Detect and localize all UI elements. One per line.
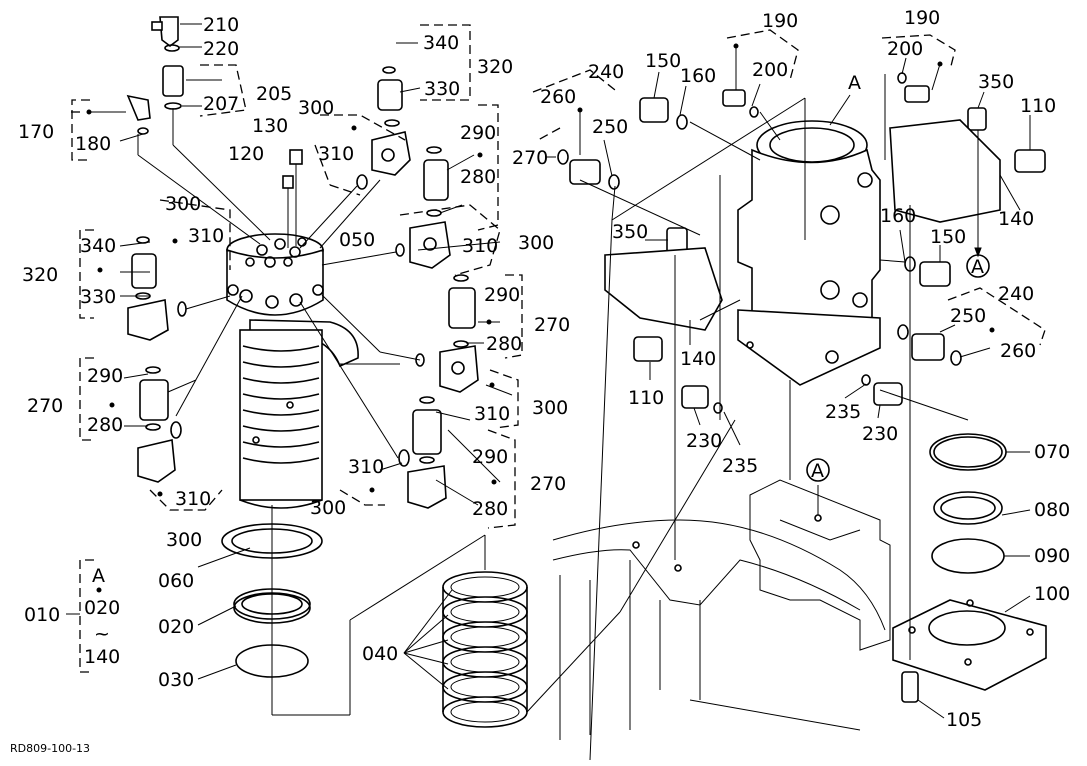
callout-320-b: 320: [22, 264, 58, 286]
callout-230-a: 230: [862, 423, 898, 445]
callout-310-c: 310: [462, 235, 498, 257]
callout-260-a: 260: [540, 86, 576, 108]
callout-040: 040: [362, 643, 398, 665]
chassis-frame: [552, 479, 891, 740]
callout-300-b: 300: [165, 193, 201, 215]
callout-350-b: 350: [612, 221, 648, 243]
callout-270-c: 270: [27, 395, 63, 417]
callout-120: 120: [228, 143, 264, 165]
callout-200-b: 200: [887, 38, 923, 60]
callout-290-a: 290: [460, 122, 496, 144]
seal-stack-040: [442, 571, 528, 728]
callout-030: 030: [158, 669, 194, 691]
callout-300-c: 300: [518, 232, 554, 254]
callout-290-c: 290: [87, 365, 123, 387]
marker-A-circle: [966, 254, 990, 278]
callout-280-d: 280: [472, 498, 508, 520]
callout-300-d: 300: [532, 397, 568, 419]
callout-020: 020: [158, 616, 194, 638]
callout-270-b: 270: [534, 314, 570, 336]
ref-dots: [86, 43, 995, 497]
cover-and-seals: [892, 433, 1047, 703]
swivel-joint-body: [737, 120, 881, 386]
callout-270-d: 270: [530, 473, 566, 495]
callout-A-frame: A: [811, 460, 824, 482]
callout-210: 210: [203, 14, 239, 36]
callout-240-b: 240: [998, 283, 1034, 305]
callout-310-b: 310: [188, 225, 224, 247]
swivel-joint-shaft: [226, 233, 359, 509]
callout-090: 090: [1034, 545, 1070, 567]
callout-050: 050: [339, 229, 375, 251]
callout-340-a: 340: [423, 32, 459, 54]
group-010-end: 140: [84, 646, 120, 668]
callout-170: 170: [18, 121, 54, 143]
callout-235-b: 235: [722, 455, 758, 477]
callout-240-a: 240: [588, 61, 624, 83]
callout-A-arrow: A: [971, 256, 984, 278]
callout-labels: 210 220 207 205 170 180 340 320 330 300 …: [18, 7, 1070, 731]
callout-310-f: 310: [175, 488, 211, 510]
callout-250-a: 250: [592, 116, 628, 138]
callout-230-b: 230: [686, 430, 722, 452]
callout-A-top: A: [848, 72, 861, 94]
callout-110-a: 110: [1020, 95, 1056, 117]
group-brackets: [68, 24, 1046, 673]
fittings-right: [557, 72, 1046, 414]
callout-330-a: 330: [424, 78, 460, 100]
leader-lines: [88, 23, 1031, 761]
callout-280-b: 280: [486, 333, 522, 355]
callout-160-b: 160: [880, 205, 916, 227]
group-010-top: A: [92, 565, 105, 587]
callout-180: 180: [75, 133, 111, 155]
callout-310-e: 310: [348, 456, 384, 478]
group-010-label: 010: [24, 604, 60, 626]
callout-080: 080: [1034, 499, 1070, 521]
group-010-legend: 010 A 020 ~ 140: [24, 565, 120, 668]
callout-140-b: 140: [680, 348, 716, 370]
callout-330-b: 330: [80, 286, 116, 308]
callout-207: 207: [203, 93, 239, 115]
callout-260-b: 260: [1000, 340, 1036, 362]
callout-350-a: 350: [978, 71, 1014, 93]
callout-140-a: 140: [998, 208, 1034, 230]
callout-280-c: 280: [87, 414, 123, 436]
callout-220: 220: [203, 38, 239, 60]
diagram-reference: RD809-100-13: [10, 742, 90, 755]
callout-235-a: 235: [825, 401, 861, 423]
callout-190-b: 190: [904, 7, 940, 29]
callout-150-a: 150: [645, 50, 681, 72]
callout-100: 100: [1034, 583, 1070, 605]
group-010-start: 020: [84, 597, 120, 619]
callout-105: 105: [946, 709, 982, 731]
callout-070: 070: [1034, 441, 1070, 463]
callout-160-a: 160: [680, 65, 716, 87]
callout-190-a: 190: [762, 10, 798, 32]
callout-310-d: 310: [474, 403, 510, 425]
callout-280-a: 280: [460, 166, 496, 188]
callout-200-a: 200: [752, 59, 788, 81]
callout-290-b: 290: [484, 284, 520, 306]
callout-300-f: 300: [166, 529, 202, 551]
fittings-left: [126, 16, 479, 509]
callout-205: 205: [256, 83, 292, 105]
callout-290-d: 290: [472, 446, 508, 468]
callout-270-a: 270: [512, 147, 548, 169]
callout-300-a: 300: [298, 97, 334, 119]
callout-110-b: 110: [628, 387, 664, 409]
callout-250-b: 250: [950, 305, 986, 327]
callout-060: 060: [158, 570, 194, 592]
callout-300-e: 300: [310, 497, 346, 519]
callout-340-b: 340: [80, 235, 116, 257]
callout-130: 130: [252, 115, 288, 137]
callout-150-b: 150: [930, 226, 966, 248]
marker-A-frame-circle: [806, 458, 830, 482]
callout-320-a: 320: [477, 56, 513, 78]
plug-120-130: [282, 149, 303, 248]
callout-310-a: 310: [318, 143, 354, 165]
group-010-range: ~: [94, 623, 110, 645]
